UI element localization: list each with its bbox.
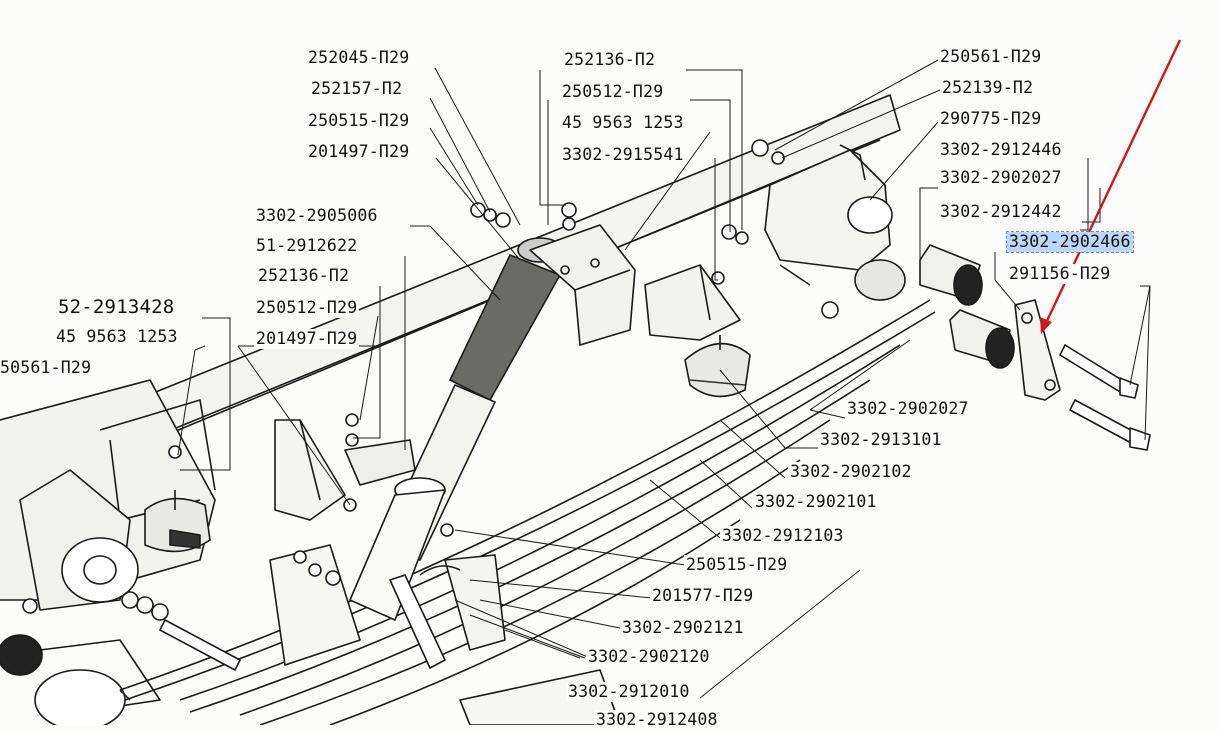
rear-bracket-assembly — [0, 379, 216, 725]
shackle-bolts — [1059, 344, 1151, 451]
part-label-201497-p29-left[interactable]: 201497-П29 — [254, 329, 360, 349]
front-spring-bracket — [764, 144, 906, 301]
part-label-3302-2902027-top[interactable]: 3302-2902027 — [938, 168, 1064, 188]
part-label-252157-p2[interactable]: 252157-П2 — [309, 79, 405, 99]
shock-absorber — [349, 237, 563, 621]
part-label-290775-p29[interactable]: 290775-П29 — [938, 109, 1044, 129]
part-label-250561-p29[interactable]: 250561-П29 — [938, 47, 1044, 67]
bushing-lower — [949, 309, 1015, 369]
bump-stop-left — [144, 490, 211, 553]
part-label-45-9563-1253[interactable]: 45 9563 1253 — [560, 113, 686, 133]
part-label-3302-2905006[interactable]: 3302-2905006 — [254, 206, 380, 226]
part-label-201577-p29[interactable]: 201577-П29 — [650, 586, 756, 606]
fasteners — [22, 139, 839, 614]
part-label-3302-2902466-highlighted[interactable]: 3302-2902466 — [1006, 231, 1134, 253]
part-label-250512-p29[interactable]: 250512-П29 — [560, 82, 666, 102]
part-label-201497-p29[interactable]: 201497-П29 — [306, 142, 412, 162]
part-label-3302-2912010[interactable]: 3302-2912010 — [566, 682, 692, 702]
part-label-3302-2915541[interactable]: 3302-2915541 — [560, 145, 686, 165]
part-label-250515-p29[interactable]: 250515-П29 — [306, 111, 412, 131]
spring-eye-bolt — [121, 591, 241, 671]
part-label-3302-2912103[interactable]: 3302-2912103 — [720, 526, 846, 546]
leader-lines — [177, 59, 1151, 699]
part-label-3302-2912442[interactable]: 3302-2912442 — [938, 202, 1064, 222]
shackle-plate — [1014, 299, 1061, 401]
part-label-252136-p2-left[interactable]: 252136-П2 — [256, 266, 352, 286]
part-label-3302-2913101[interactable]: 3302-2913101 — [818, 430, 944, 450]
part-label-50561-p29[interactable]: 50561-П29 — [0, 358, 94, 378]
part-label-51-2912622[interactable]: 51-2912622 — [254, 236, 360, 256]
part-label-3302-2902120[interactable]: 3302-2902120 — [586, 647, 712, 667]
part-label-3302-2912446[interactable]: 3302-2912446 — [938, 140, 1064, 160]
bushing-upper — [919, 244, 983, 306]
part-label-3302-2902101[interactable]: 3302-2902101 — [753, 492, 879, 512]
part-label-45-9563-1253-left[interactable]: 45 9563 1253 — [54, 327, 180, 347]
part-label-3302-2902102[interactable]: 3302-2902102 — [788, 462, 914, 482]
part-label-291156-p29[interactable]: 291156-П29 — [1007, 264, 1113, 284]
part-label-250515-p29-bottom[interactable]: 250515-П29 — [684, 555, 790, 575]
part-label-252139-p2[interactable]: 252139-П2 — [940, 78, 1036, 98]
shock-upper-bracket — [529, 224, 636, 346]
part-label-3302-2912408[interactable]: 3302-2912408 — [594, 710, 720, 730]
bump-stop-center — [684, 335, 751, 398]
part-label-3302-2902121[interactable]: 3302-2902121 — [620, 618, 746, 638]
frame-channel — [274, 419, 416, 521]
part-label-250512-p29-left[interactable]: 250512-П29 — [254, 298, 360, 318]
middle-bracket — [644, 264, 741, 341]
u-bolt-clamp — [389, 554, 506, 669]
part-label-3302-2902027-bottom[interactable]: 3302-2902027 — [845, 399, 971, 419]
part-label-52-2913428[interactable]: 52-2913428 — [56, 296, 177, 318]
part-label-252136-p2[interactable]: 252136-П2 — [562, 50, 658, 70]
part-label-252045-p29[interactable]: 252045-П29 — [306, 48, 412, 68]
